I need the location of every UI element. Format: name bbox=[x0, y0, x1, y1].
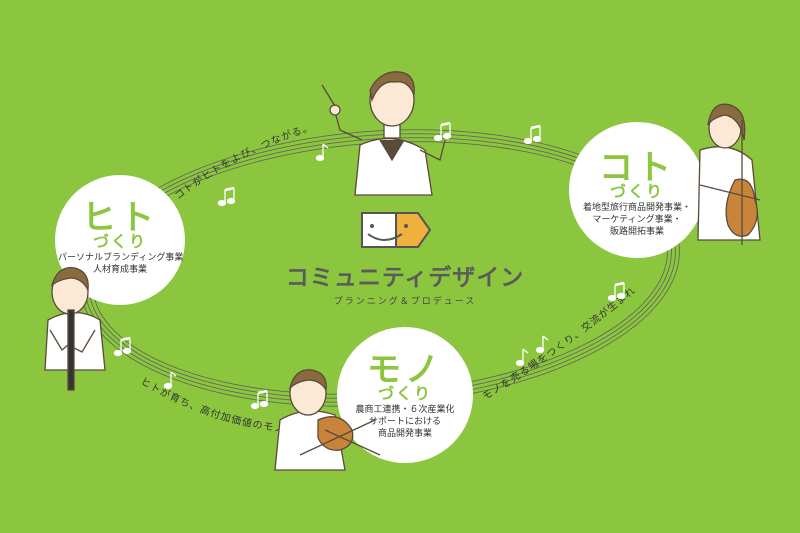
violinist-illustration bbox=[274, 369, 381, 471]
music-note-icon bbox=[113, 336, 132, 357]
music-note-icon bbox=[315, 143, 329, 162]
community-design-logo-icon bbox=[361, 212, 432, 248]
node-desc-mono: 農商工連携・６次産業化 サポートにおける 商品開発事業 bbox=[340, 404, 470, 440]
node-title-koto: コト bbox=[599, 148, 675, 188]
music-note-icon bbox=[535, 335, 549, 354]
node-desc-koto: 着地型旅行商品開発事業・ マーケティング事業・ 販路開拓事業 bbox=[572, 202, 702, 238]
arc-text-top-left: コトがヒトをよび、つながる。 bbox=[173, 122, 315, 202]
node-desc-line: 農商工連携・６次産業化 bbox=[355, 405, 455, 415]
node-desc-line: パーソナルブランディング事業 bbox=[58, 253, 184, 263]
node-desc-line: 着地型旅行商品開発事業・ bbox=[582, 203, 691, 213]
brand-title: コミュニティデザイン bbox=[285, 265, 525, 291]
music-notes bbox=[113, 121, 626, 410]
node-circle-mono bbox=[337, 327, 473, 463]
node-subtitle-hito: づくり bbox=[92, 232, 147, 251]
node-title-mono: モノ bbox=[367, 350, 443, 390]
node-desc-line: サポートにおける bbox=[368, 417, 441, 427]
music-note-icon bbox=[433, 121, 452, 142]
node-subtitle-koto: づくり bbox=[609, 182, 664, 201]
music-note-icon bbox=[523, 124, 542, 145]
music-note-icon bbox=[163, 371, 177, 390]
music-note-icon bbox=[217, 186, 236, 207]
cellist-illustration bbox=[697, 103, 761, 245]
node-title-hito: ヒト bbox=[82, 198, 158, 238]
clarinetist-illustration bbox=[44, 266, 106, 391]
node-subtitle-mono: づくり bbox=[377, 384, 432, 403]
music-note-icon bbox=[515, 348, 529, 367]
node-circle-hito bbox=[55, 175, 185, 305]
node-desc-line: 人材育成事業 bbox=[92, 265, 147, 275]
node-desc-line: 販路開拓事業 bbox=[609, 227, 664, 237]
node-desc-line: 商品開発事業 bbox=[377, 429, 432, 439]
conductor-illustration bbox=[321, 71, 446, 196]
music-note-icon bbox=[607, 281, 626, 302]
node-desc-line: マーケティング事業・ bbox=[592, 215, 682, 225]
music-note-icon bbox=[250, 389, 269, 410]
node-desc-hito: パーソナルブランディング事業 人材育成事業 bbox=[58, 252, 184, 276]
node-circle-koto bbox=[569, 122, 705, 258]
brand-subtitle: プランニング＆プロデュース bbox=[333, 297, 477, 307]
